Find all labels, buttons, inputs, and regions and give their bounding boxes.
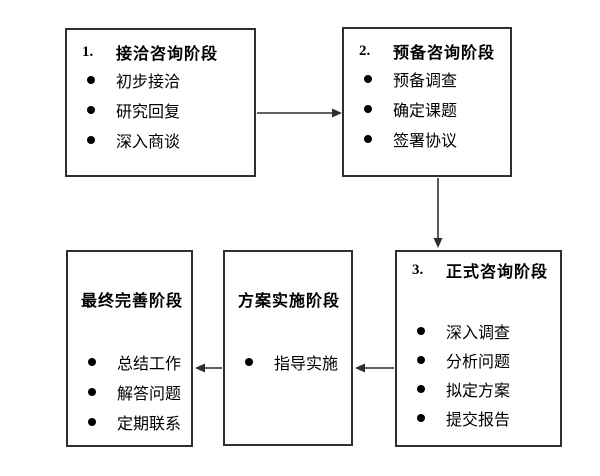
bullet-icon	[364, 75, 393, 83]
stage-item-label: 解答问题	[117, 386, 182, 403]
stage-title: 最终完善阶段	[81, 293, 184, 310]
stage-item: 分析问题	[397, 345, 560, 374]
stage-item: 总结工作	[68, 347, 191, 377]
stage-title-row: 2. 预备咨询阶段	[344, 38, 510, 64]
stage-item: 深入调查	[397, 316, 560, 345]
stage-item-label: 提交报告	[446, 411, 511, 429]
stage-item: 初步接洽	[67, 65, 254, 95]
stage-item: 指导实施	[225, 347, 351, 377]
stage-title-row: 3. 正式咨询阶段	[397, 257, 560, 283]
stage-box-preparation: 2. 预备咨询阶段 预备调查 确定课题 签署协议	[342, 27, 512, 177]
stage-item-label: 签署协议	[393, 133, 458, 150]
bullet-icon	[87, 136, 116, 144]
bullet-icon	[88, 358, 117, 366]
stage-item-label: 总结工作	[117, 356, 182, 373]
bullet-icon	[417, 326, 446, 335]
stage-number: 1.	[82, 43, 94, 60]
stage-item-label: 深入商谈	[116, 134, 181, 151]
bullet-icon	[88, 418, 117, 426]
stage-title: 预备咨询阶段	[393, 45, 496, 62]
stage-item: 拟定方案	[397, 374, 560, 403]
stage-item-label: 初步接洽	[116, 74, 181, 91]
stage-box-final-improvement: 最终完善阶段 总结工作 解答问题 定期联系	[66, 250, 193, 447]
stage-item-label: 预备调查	[393, 73, 458, 90]
bullet-icon	[417, 384, 446, 393]
stage-item-label: 确定课题	[393, 103, 458, 120]
stage-title-row: 方案实施阶段	[225, 286, 351, 312]
stage-item: 签署协议	[344, 124, 510, 154]
bullet-icon	[87, 76, 116, 84]
stage-item-label: 深入调查	[446, 324, 511, 342]
stage-title: 接洽咨询阶段	[116, 46, 219, 63]
stage-title: 正式咨询阶段	[446, 264, 549, 281]
stage-item-label: 拟定方案	[446, 382, 511, 400]
stage-number: 2.	[359, 42, 371, 59]
bullet-icon	[364, 105, 393, 113]
stage-box-formal-consulting: 3. 正式咨询阶段 深入调查 分析问题 拟定方案 提交报告	[395, 250, 562, 447]
stage-item-label: 研究回复	[116, 104, 181, 121]
bullet-icon	[417, 413, 446, 422]
stage-item: 提交报告	[397, 403, 560, 432]
stage-title-row: 1. 接洽咨询阶段	[67, 39, 254, 65]
stage-item: 解答问题	[68, 377, 191, 407]
bullet-icon	[88, 388, 117, 396]
stage-item-label: 分析问题	[446, 353, 511, 371]
stage-item-label: 定期联系	[117, 416, 182, 433]
stage-item: 预备调查	[344, 64, 510, 94]
stage-title-row: 最终完善阶段	[68, 286, 191, 312]
stage-item: 研究回复	[67, 95, 254, 125]
stage-box-initial-contact: 1. 接洽咨询阶段 初步接洽 研究回复 深入商谈	[65, 28, 256, 177]
bullet-icon	[245, 358, 274, 366]
stage-number: 3.	[412, 261, 424, 278]
stage-item-label: 指导实施	[274, 356, 339, 373]
bullet-icon	[87, 106, 116, 114]
stage-item: 定期联系	[68, 407, 191, 437]
stage-item: 深入商谈	[67, 125, 254, 155]
bullet-icon	[417, 355, 446, 364]
stage-title: 方案实施阶段	[238, 293, 341, 310]
stage-box-implementation: 方案实施阶段 指导实施	[223, 250, 353, 446]
bullet-icon	[364, 135, 393, 143]
stage-item: 确定课题	[344, 94, 510, 124]
